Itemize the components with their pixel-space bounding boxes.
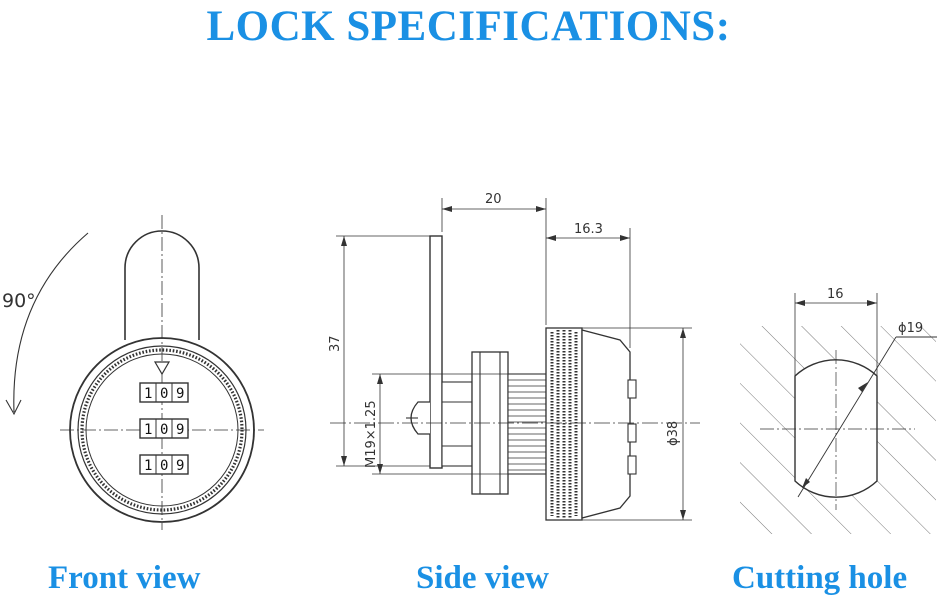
caption-cutting-hole: Cutting hole	[732, 560, 908, 596]
dim-thread: M19×1.25	[364, 400, 379, 468]
dial-digit: 1	[144, 386, 152, 402]
dial-digit: 0	[160, 422, 168, 438]
dial-digit: 0	[160, 458, 168, 474]
page-title: LOCK SPECIFICATIONS:	[206, 3, 731, 50]
front-view	[5, 215, 264, 530]
dial-digit: 1	[144, 422, 152, 438]
dim-length: 20	[485, 192, 502, 207]
dial-digit: 9	[176, 458, 184, 474]
cutting-hole-view	[740, 293, 937, 534]
dim-diameter: ϕ38	[666, 421, 681, 446]
combination-dials: 1 0 9 1 0 9 1 0 9	[139, 382, 189, 475]
dim-height: 37	[328, 335, 343, 352]
dial-digit: 0	[160, 386, 168, 402]
rotation-label: 90°	[2, 290, 36, 312]
dim-depth: 16.3	[574, 222, 603, 237]
caption-front-view: Front view	[48, 560, 201, 596]
dial-row: 1 0 9	[139, 454, 189, 475]
dial-digit: 9	[176, 386, 184, 402]
caption-side-view: Side view	[416, 560, 549, 596]
side-view	[330, 198, 700, 521]
cut-dim-diameter: ϕ19	[898, 321, 923, 336]
dial-digit: 9	[176, 422, 184, 438]
dial-row: 1 0 9	[139, 418, 189, 439]
dial-row: 1 0 9	[139, 382, 189, 403]
dial-digit: 1	[144, 458, 152, 474]
cut-dim-flat: 16	[827, 287, 844, 302]
